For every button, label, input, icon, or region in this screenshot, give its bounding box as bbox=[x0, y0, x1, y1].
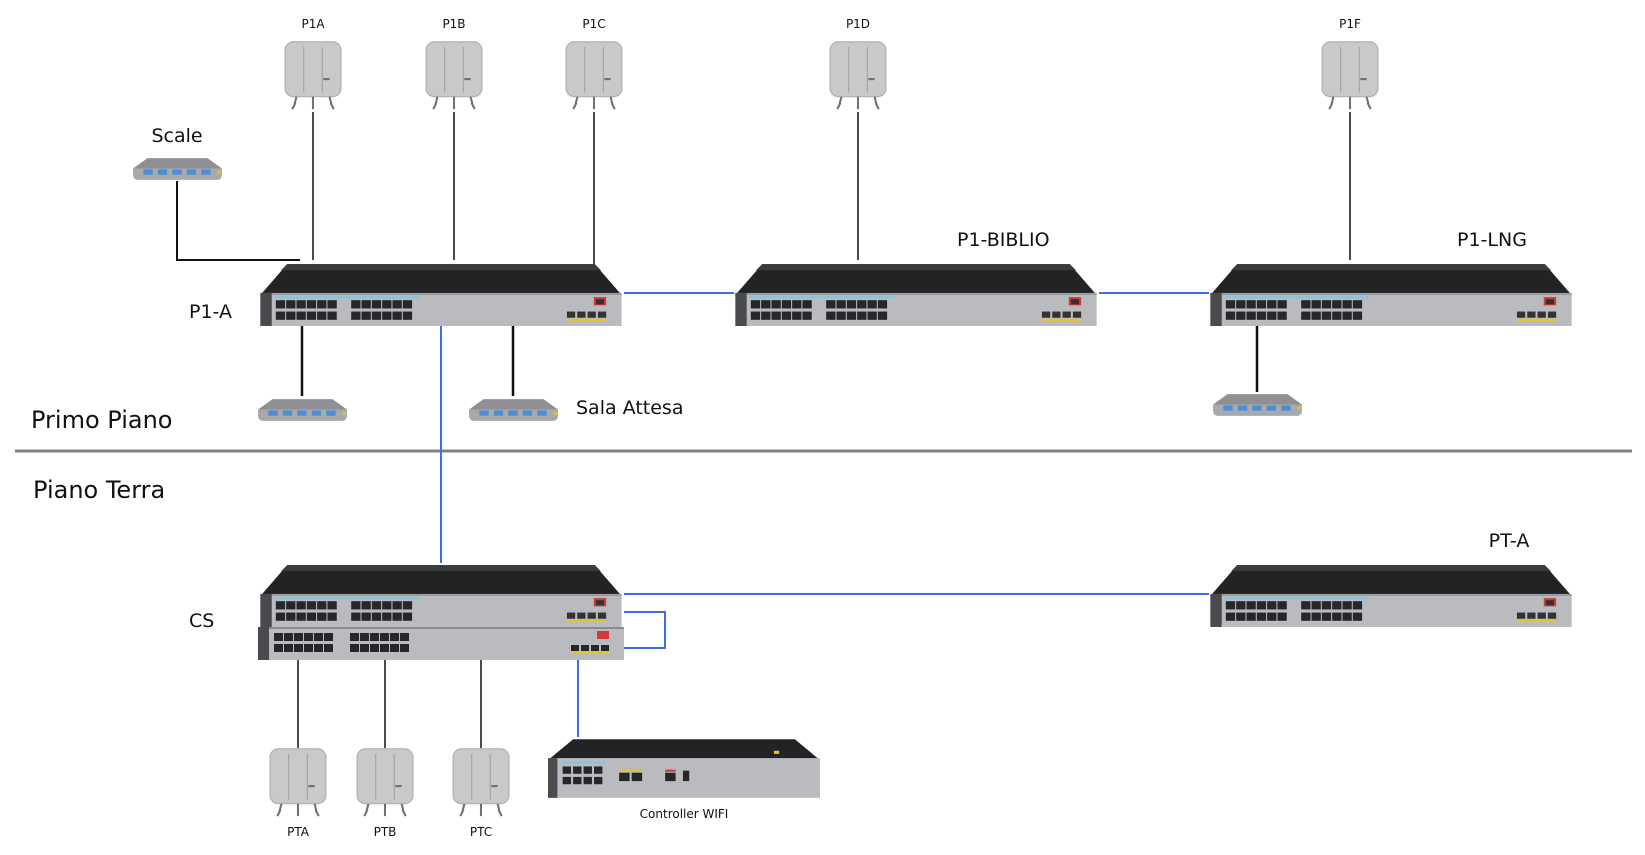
stack-cable-cs bbox=[624, 611, 666, 649]
access-point-ptc-icon bbox=[452, 747, 510, 818]
access-point-p1c-icon bbox=[565, 40, 623, 111]
label-ap-pta: PTA bbox=[287, 825, 310, 839]
access-point-p1f-icon bbox=[1321, 40, 1379, 111]
label-controller-wifi: Controller WIFI bbox=[640, 807, 729, 821]
switch-p1lng-icon bbox=[1210, 264, 1572, 326]
access-point-p1b-icon bbox=[425, 40, 483, 111]
label-ap-p1c: P1C bbox=[582, 17, 605, 31]
small-switch-p1a-icon bbox=[258, 399, 347, 421]
label-ap-ptc: PTC bbox=[470, 825, 492, 839]
switch-cs-bottom-icon bbox=[258, 627, 624, 660]
label-sala-attesa: Sala Attesa bbox=[576, 397, 683, 419]
cables bbox=[176, 112, 1351, 748]
label-switch-pta: PT-A bbox=[1489, 530, 1530, 552]
label-scale: Scale bbox=[151, 125, 202, 147]
label-switch-p1biblio: P1-BIBLIO bbox=[957, 229, 1050, 251]
small-switch-scale-icon bbox=[133, 158, 222, 180]
switch-p1biblio-icon bbox=[735, 264, 1097, 326]
label-ap-p1d: P1D bbox=[846, 17, 870, 31]
small-switch-sala-attesa-icon bbox=[469, 399, 558, 421]
access-point-p1d-icon bbox=[829, 40, 887, 111]
label-ap-p1f: P1F bbox=[1339, 17, 1361, 31]
switch-cs-top-icon bbox=[260, 565, 622, 627]
label-switch-p1a: P1-A bbox=[189, 301, 232, 323]
controller-wifi-icon bbox=[548, 739, 820, 798]
access-point-pta-icon bbox=[269, 747, 327, 818]
access-point-p1a-icon bbox=[284, 40, 342, 111]
access-point-ptb-icon bbox=[356, 747, 414, 818]
label-switch-p1lng: P1-LNG bbox=[1457, 229, 1527, 251]
switch-pta-icon bbox=[1210, 565, 1572, 627]
cable-scale bbox=[176, 181, 300, 261]
label-ap-ptb: PTB bbox=[374, 825, 397, 839]
label-floor-primo-piano: Primo Piano bbox=[31, 406, 173, 434]
label-ap-p1b: P1B bbox=[442, 17, 465, 31]
switch-p1a-icon bbox=[260, 264, 622, 326]
label-switch-cs: CS bbox=[189, 610, 214, 632]
label-floor-piano-terra: Piano Terra bbox=[33, 476, 165, 504]
label-ap-p1a: P1A bbox=[301, 17, 325, 31]
small-switch-p1lng-icon bbox=[1213, 394, 1302, 416]
